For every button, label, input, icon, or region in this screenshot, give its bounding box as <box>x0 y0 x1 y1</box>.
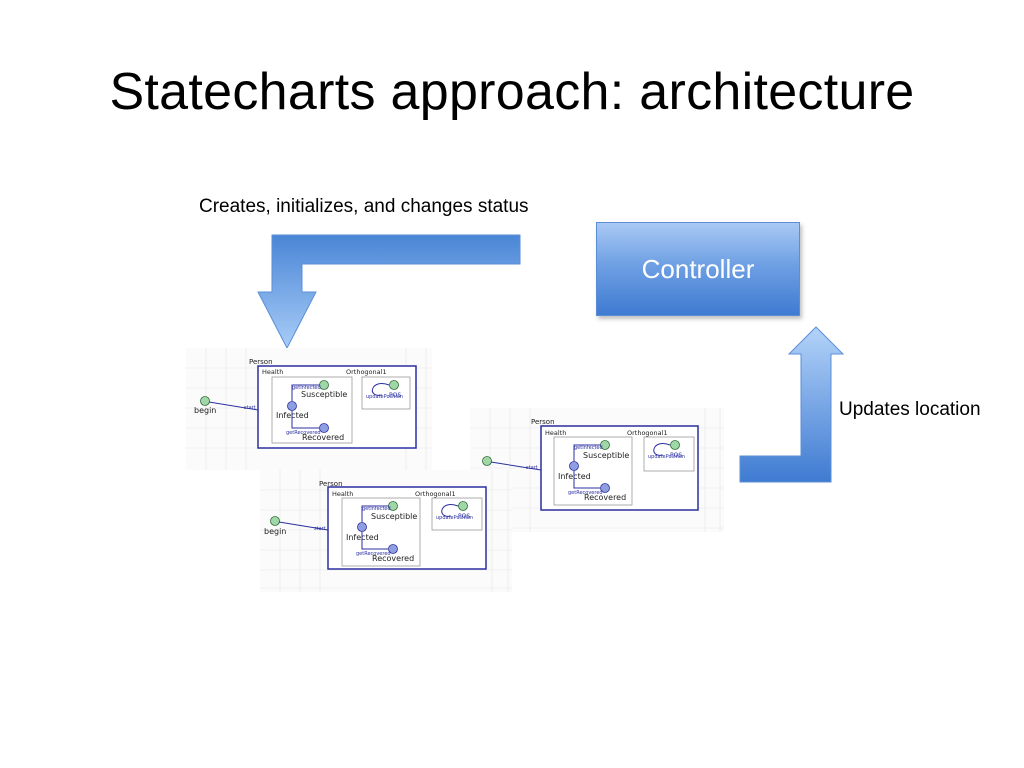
caption-updates-location: Updates location <box>839 399 981 420</box>
label-update-position: updatePosition <box>366 394 403 400</box>
label-start: start <box>526 465 538 471</box>
statechart-person-1: Person Health Orthogonal1 begin start Su… <box>186 348 432 470</box>
label-get-recovered: getRecovered <box>356 551 391 557</box>
label-pos: POS <box>670 452 682 459</box>
label-susceptible: Susceptible <box>371 512 417 521</box>
label-begin: begin <box>194 406 216 415</box>
statechart-person-2: Person Health Orthogonal1 start Suscepti… <box>470 408 724 532</box>
label-recovered: Recovered <box>584 493 626 502</box>
label-start: start <box>244 405 256 411</box>
label-recovered: Recovered <box>302 433 344 442</box>
up-arrow <box>739 326 845 483</box>
label-pos: POS <box>389 392 401 399</box>
label-orthogonal: Orthogonal1 <box>627 429 668 437</box>
slide-title: Statecharts approach: architecture <box>109 63 915 121</box>
statechart-person-3: Person Health Orthogonal1 begin start Su… <box>260 470 512 592</box>
label-get-infected: getInfected <box>574 445 603 451</box>
label-person: Person <box>531 418 555 426</box>
label-person: Person <box>249 358 273 366</box>
label-susceptible: Susceptible <box>583 451 629 460</box>
label-recovered: Recovered <box>372 554 414 563</box>
label-get-infected: getInfected <box>362 506 391 512</box>
label-update-position: updatePosition <box>436 515 473 521</box>
caption-creates: Creates, initializes, and changes status <box>199 196 529 217</box>
label-get-recovered: getRecovered <box>568 490 603 496</box>
label-person: Person <box>319 480 343 488</box>
label-orthogonal: Orthogonal1 <box>346 368 387 376</box>
label-health: Health <box>332 490 353 498</box>
controller-label: Controller <box>641 253 755 284</box>
label-pos: POS <box>458 513 470 520</box>
label-update-position: updatePosition <box>648 454 685 460</box>
label-start: start <box>314 526 326 532</box>
label-susceptible: Susceptible <box>301 390 347 399</box>
label-health: Health <box>545 429 566 437</box>
label-orthogonal: Orthogonal1 <box>415 490 456 498</box>
label-health: Health <box>262 368 283 376</box>
label-get-infected: getInfected <box>292 385 321 391</box>
down-arrow <box>257 234 521 350</box>
label-begin: begin <box>264 527 286 536</box>
label-get-recovered: getRecovered <box>286 430 321 436</box>
controller-box: Controller <box>596 222 800 316</box>
